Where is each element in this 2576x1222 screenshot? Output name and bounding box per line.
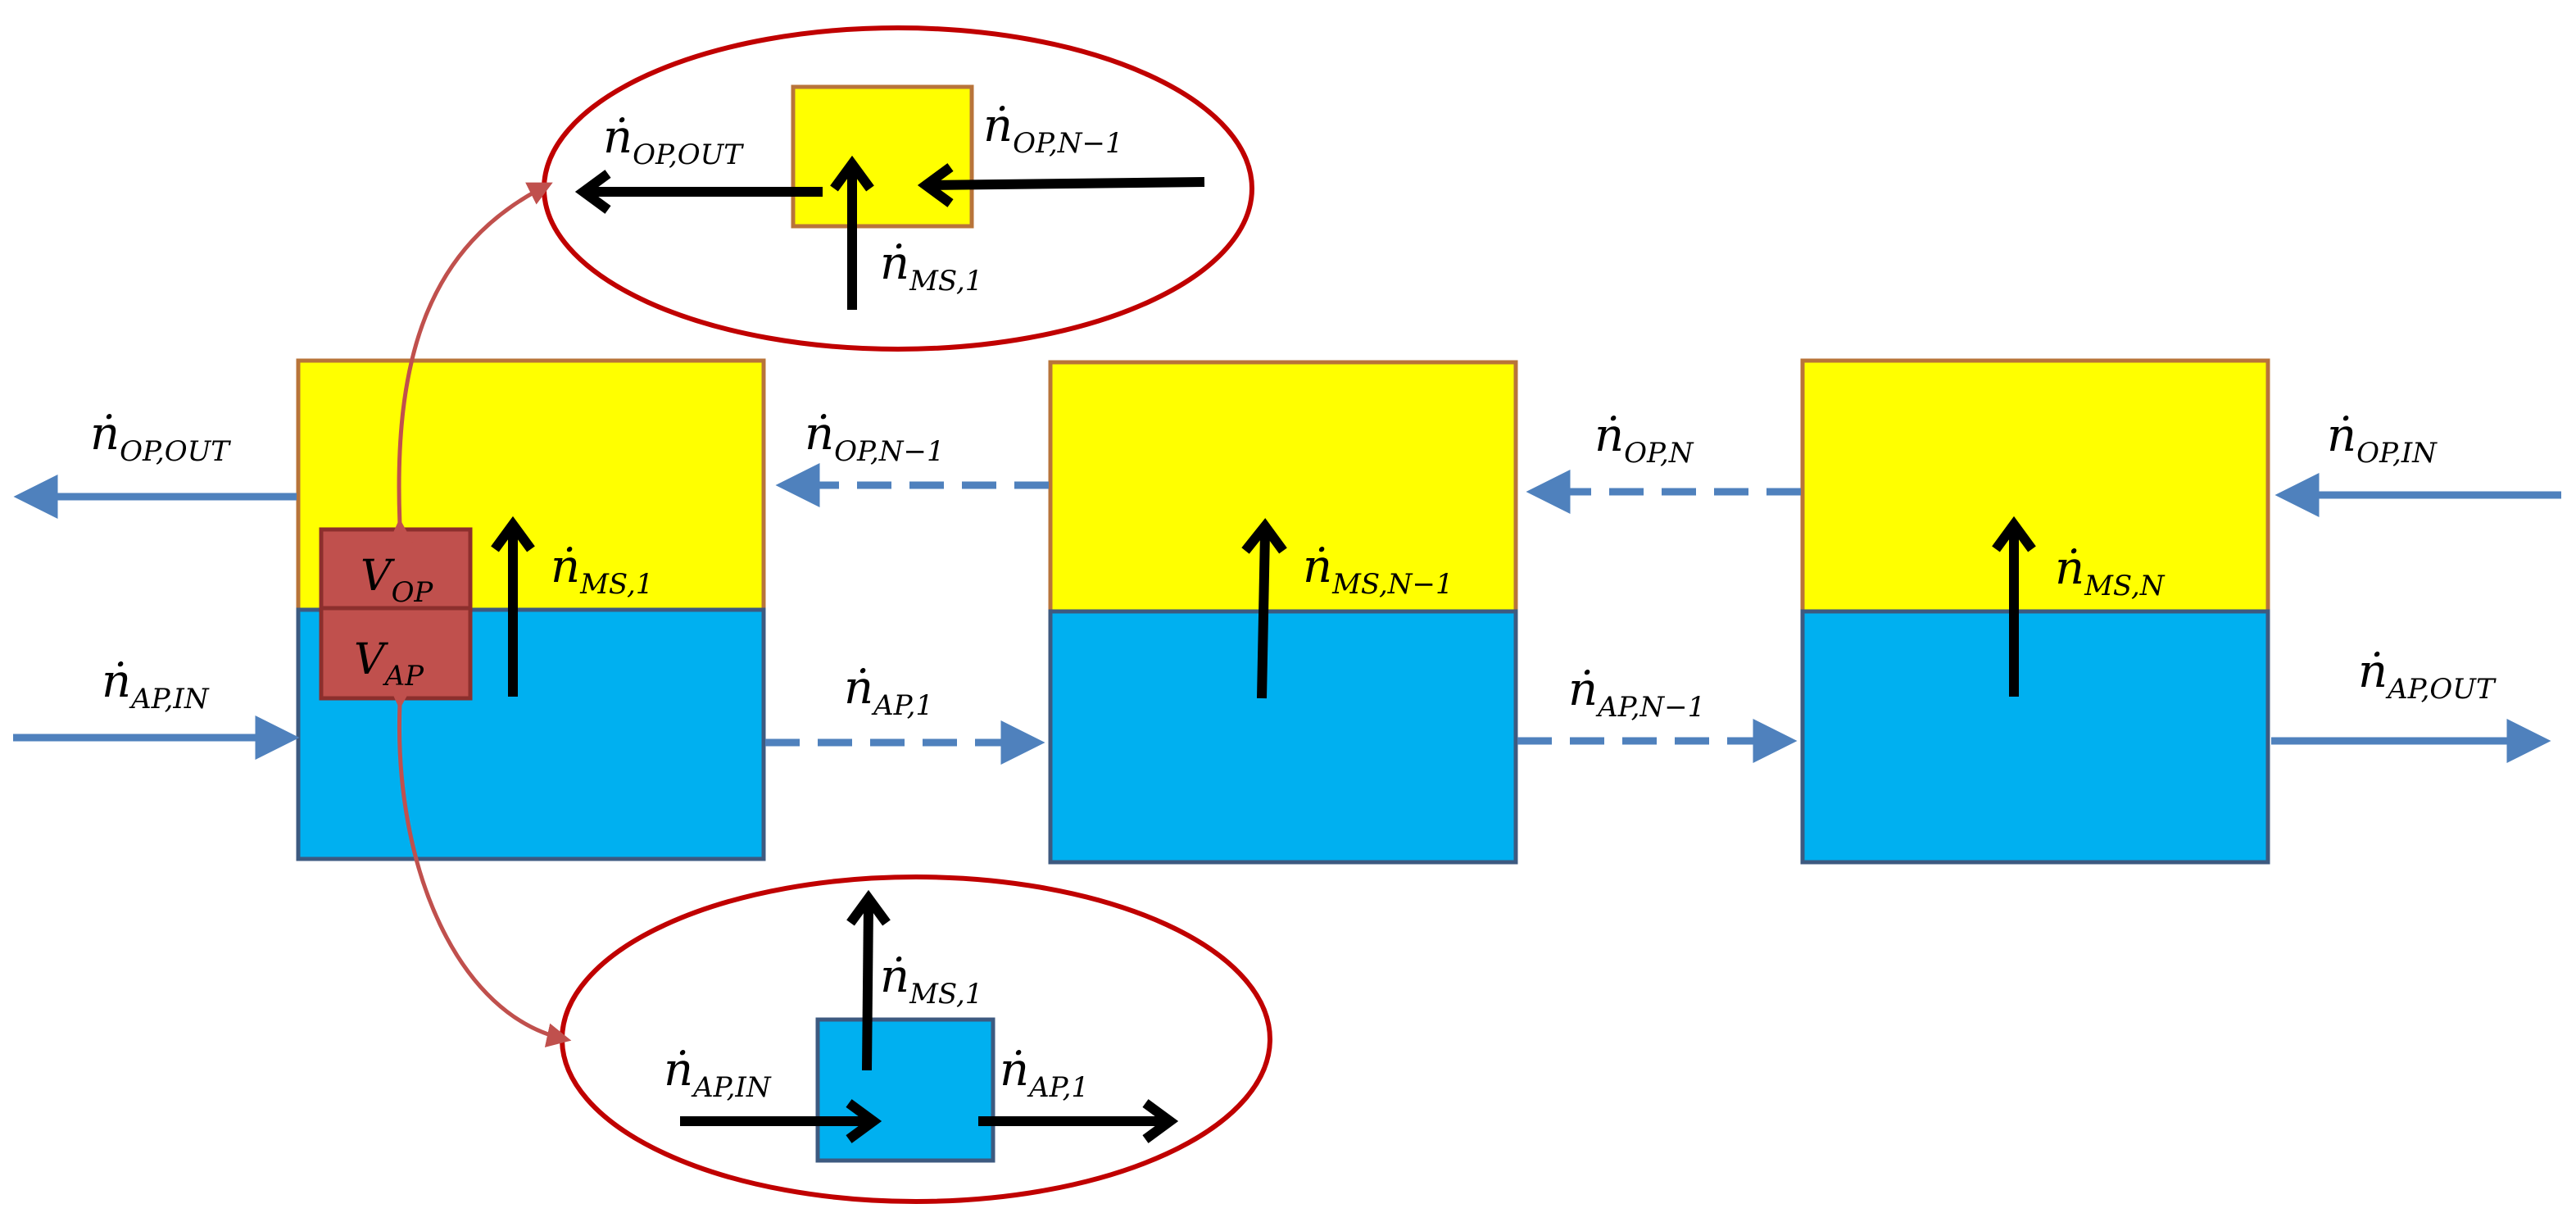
aqueous-stream-n-minus-1: ṅAP,N−1 [1517,663,1798,763]
aqueous-stream-n-minus-1-label: ṅAP,N−1 [1568,663,1705,724]
aqueous-outlet-stream: ṅAP,OUT [2271,645,2551,763]
zoom-bot-ms-1-label: ṅMS,1 [880,950,982,1011]
stage-1: VOP VAP ṅMS,1 [296,358,766,861]
aqueous-outlet-label: ṅAP,OUT [2358,645,2497,706]
organic-stream-n-minus-1: ṅOP,N−1 [775,407,1049,507]
aqueous-zoom-cell [815,1017,995,1163]
stage-n-minus-1-mass-transfer-label: ṅMS,N−1 [1303,540,1454,601]
aqueous-phase-zoom: ṅMS,1 ṅAP,IN ṅAP,1 [560,874,1272,1204]
stage-n-mass-transfer-arrow [1992,516,2036,697]
zoom-op-n-minus-1-arrow [917,163,1205,207]
organic-inlet-label: ṅOP,IN [2327,409,2438,470]
organic-inlet-stream: ṅOP,IN [2274,409,2561,517]
zoom-ap-in-arrow [680,1099,882,1143]
stage-1-mass-transfer-label: ṅMS,1 [551,540,653,601]
stage-n-aqueous-phase [1800,609,2270,865]
stage-n-organic-phase [1800,358,2270,614]
zoom-op-out-label: ṅOP,OUT [603,111,744,171]
connector-to-aqueous-zoom [388,684,572,1047]
volume-op-label: VOP [361,552,433,609]
stage-n-minus-1: ṅMS,N−1 [1048,360,1518,865]
zoom-ms-1-arrow-bottom [846,889,891,1071]
zoom-op-n-minus-1-label: ṅOP,N−1 [983,99,1123,160]
zoom-ms-1-arrow-top [830,155,874,310]
volume-ap-box [319,606,473,701]
stage-n-mass-transfer-label: ṅMS,N [2055,542,2166,602]
zoom-op-out-arrow [574,170,823,214]
organic-outlet-label: ṅOP,OUT [90,407,231,468]
stage-n-minus-1-aqueous-phase [1048,609,1518,865]
organic-stream-n: ṅOP,N [1526,409,1801,514]
zoom-ap-1-arrow [978,1099,1179,1143]
connector-to-organic-zoom [388,182,553,544]
aqueous-inlet-label: ṅAP,IN [102,655,210,715]
stage-n-minus-1-organic-phase [1048,360,1518,614]
zoom-ap-in-label: ṅAP,IN [664,1043,772,1104]
organic-outlet-stream: ṅOP,OUT [13,407,297,519]
organic-stream-n-label: ṅOP,N [1594,409,1694,470]
zoom-top-ms-1-label: ṅMS,1 [880,237,982,298]
organic-phase-zoom: ṅOP,OUT ṅOP,N−1 ṅMS,1 [542,25,1254,352]
aqueous-stream-1-label: ṅAP,1 [844,661,933,722]
aqueous-stream-1: ṅAP,1 [765,661,1045,765]
zoom-ap-1-label: ṅAP,1 [1000,1043,1089,1104]
stage-n-minus-1-mass-transfer-arrow [1241,518,1287,699]
stage-n: ṅMS,N [1800,358,2270,865]
aqueous-inlet-stream: ṅAP,IN [13,655,300,760]
organic-stream-n-minus-1-label: ṅOP,N−1 [805,407,945,468]
